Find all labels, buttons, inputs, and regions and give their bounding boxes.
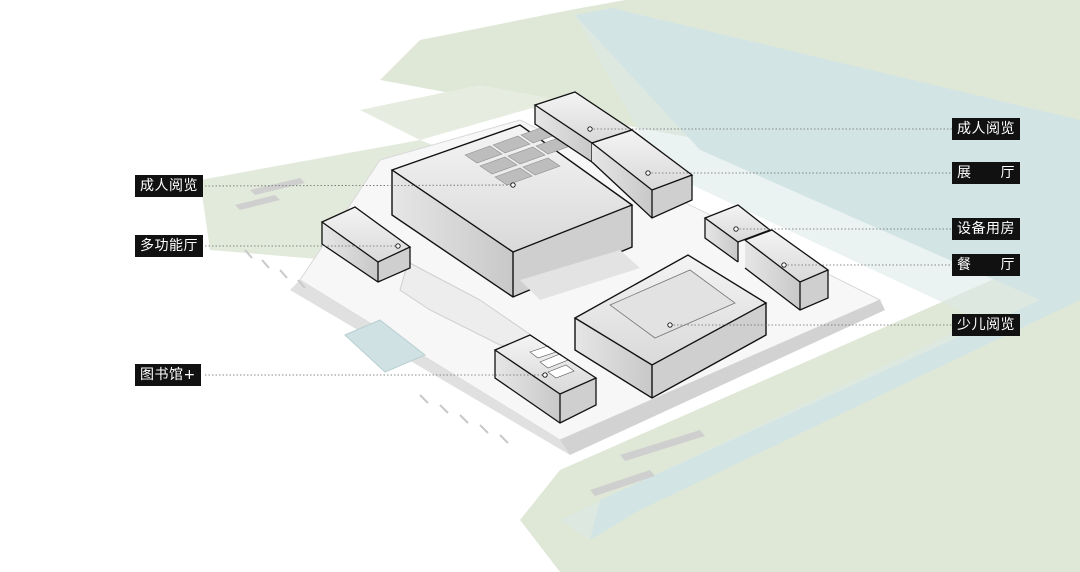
leader-dots [395, 126, 787, 378]
linking-corridor [399, 250, 640, 356]
equipment-room-block [703, 204, 772, 263]
roof-skylight-grid [464, 125, 574, 186]
dining-hall-block [743, 229, 830, 311]
label-adult-reading-left: 成人阅览 [135, 175, 203, 197]
river [560, 8, 1080, 540]
label-adult-reading-right: 成人阅览 [952, 118, 1020, 140]
parking-stripes [244, 249, 509, 444]
exhibition-hall-block [590, 129, 694, 219]
label-exhibition-hall: 展 厅 [952, 162, 1020, 184]
leader-lines [204, 128, 954, 376]
children-reading-block [573, 254, 768, 399]
label-multifunction-hall: 多功能厅 [135, 235, 203, 257]
label-library-plus: 图书馆+ [135, 364, 201, 386]
library-plus-block [493, 334, 598, 424]
stair-fragments [235, 178, 705, 496]
label-dining-hall: 餐 厅 [952, 254, 1020, 276]
label-equipment-room: 设备用房 [952, 218, 1020, 240]
library-sign-glyph [529, 345, 575, 379]
reflecting-pool [344, 319, 426, 373]
multifunction-hall-block [320, 206, 412, 283]
label-children-reading: 少儿阅览 [952, 314, 1020, 336]
